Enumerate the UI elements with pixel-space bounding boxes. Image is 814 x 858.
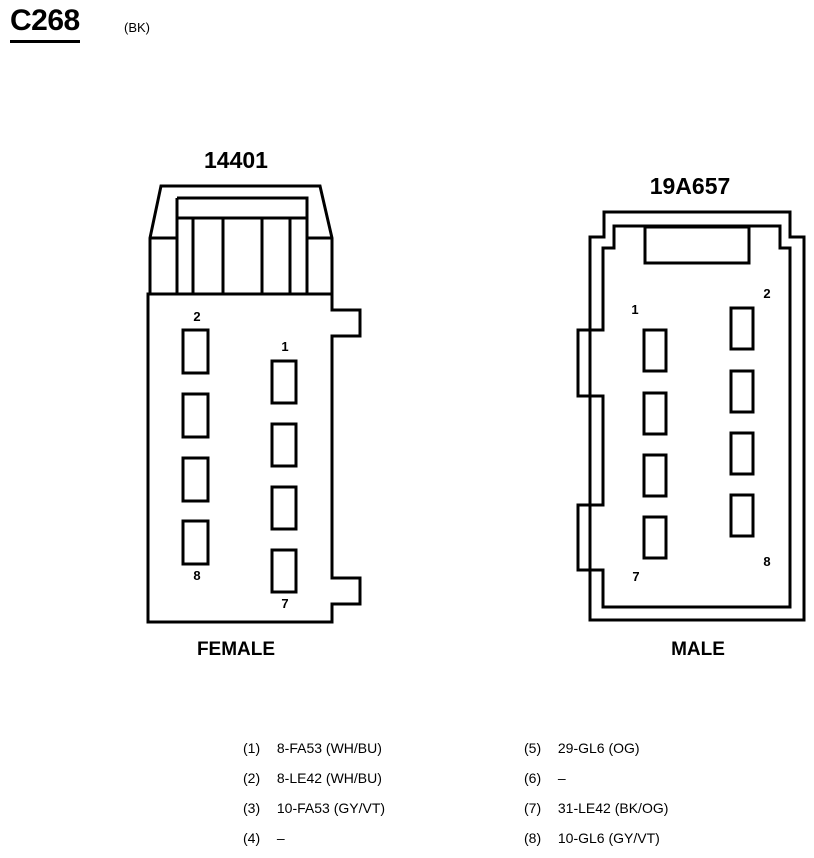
pinout-row: (2) 8-LE42 (WH/BU): [243, 770, 382, 786]
female-pin-label-1: 1: [281, 339, 288, 354]
female-cavity: [270, 485, 298, 531]
pinout-row: (7) 31-LE42 (BK/OG): [524, 800, 668, 816]
male-cavity: [642, 515, 668, 560]
female-latch-inner: [177, 196, 309, 294]
pin-number: (2): [243, 770, 261, 786]
male-part-number: 19A657: [650, 173, 731, 199]
pinout-row: (6) –: [524, 770, 566, 786]
female-pin-label-8: 8: [193, 568, 200, 583]
female-part-number: 14401: [204, 147, 268, 173]
pin-number: (7): [524, 800, 542, 816]
male-pin-label-2: 2: [763, 286, 770, 301]
connector-id: C268: [10, 4, 80, 43]
male-cavity: [729, 306, 755, 351]
male-cavity: [642, 391, 668, 436]
male-cavity: [642, 453, 668, 498]
female-cavity: [181, 328, 210, 375]
male-key: [643, 225, 751, 265]
pinout-row: (4) –: [243, 830, 285, 846]
male-pin-label-1: 1: [631, 302, 638, 317]
circuit-label: 31-LE42 (BK/OG): [557, 800, 669, 816]
connector-color: (BK): [124, 20, 150, 35]
female-cavity: [270, 359, 298, 405]
male-inner-shell: [576, 224, 792, 609]
female-body: [146, 292, 362, 624]
female-cavity: [181, 456, 210, 503]
circuit-label: 10-FA53 (GY/VT): [276, 800, 386, 816]
male-cavity: [729, 493, 755, 538]
male-pin-label-8: 8: [763, 554, 770, 569]
pin-number: (5): [524, 740, 542, 756]
male-outer-shell: [588, 210, 806, 622]
female-label: FEMALE: [197, 639, 275, 660]
circuit-label: 8-FA53 (WH/BU): [276, 740, 382, 756]
circuit-label: –: [276, 830, 285, 846]
female-cavity: [270, 422, 298, 468]
circuit-label: 10-GL6 (GY/VT): [557, 830, 660, 846]
pin-number: (3): [243, 800, 261, 816]
male-connector-drawing: [576, 210, 806, 622]
female-connector-drawing: [146, 184, 362, 624]
pin-number: (4): [243, 830, 261, 846]
pin-number: (1): [243, 740, 261, 756]
female-pin-label-2: 2: [193, 309, 200, 324]
pinout-row: (3) 10-FA53 (GY/VT): [243, 800, 385, 816]
male-cavity: [729, 431, 755, 476]
pin-number: (6): [524, 770, 542, 786]
circuit-label: 8-LE42 (WH/BU): [276, 770, 382, 786]
circuit-label: –: [557, 770, 566, 786]
pinout-row: (5) 29-GL6 (OG): [524, 740, 640, 756]
pin-number: (8): [524, 830, 542, 846]
pinout-row: (1) 8-FA53 (WH/BU): [243, 740, 382, 756]
circuit-label: 29-GL6 (OG): [557, 740, 640, 756]
female-cavity: [270, 548, 298, 594]
male-pin-label-7: 7: [632, 569, 639, 584]
female-cavity: [181, 392, 210, 439]
female-cavity: [181, 519, 210, 566]
male-cavity: [729, 369, 755, 414]
male-label: MALE: [671, 639, 725, 660]
female-pin-label-7: 7: [281, 596, 288, 611]
pinout-row: (8) 10-GL6 (GY/VT): [524, 830, 660, 846]
male-cavity: [642, 328, 668, 373]
